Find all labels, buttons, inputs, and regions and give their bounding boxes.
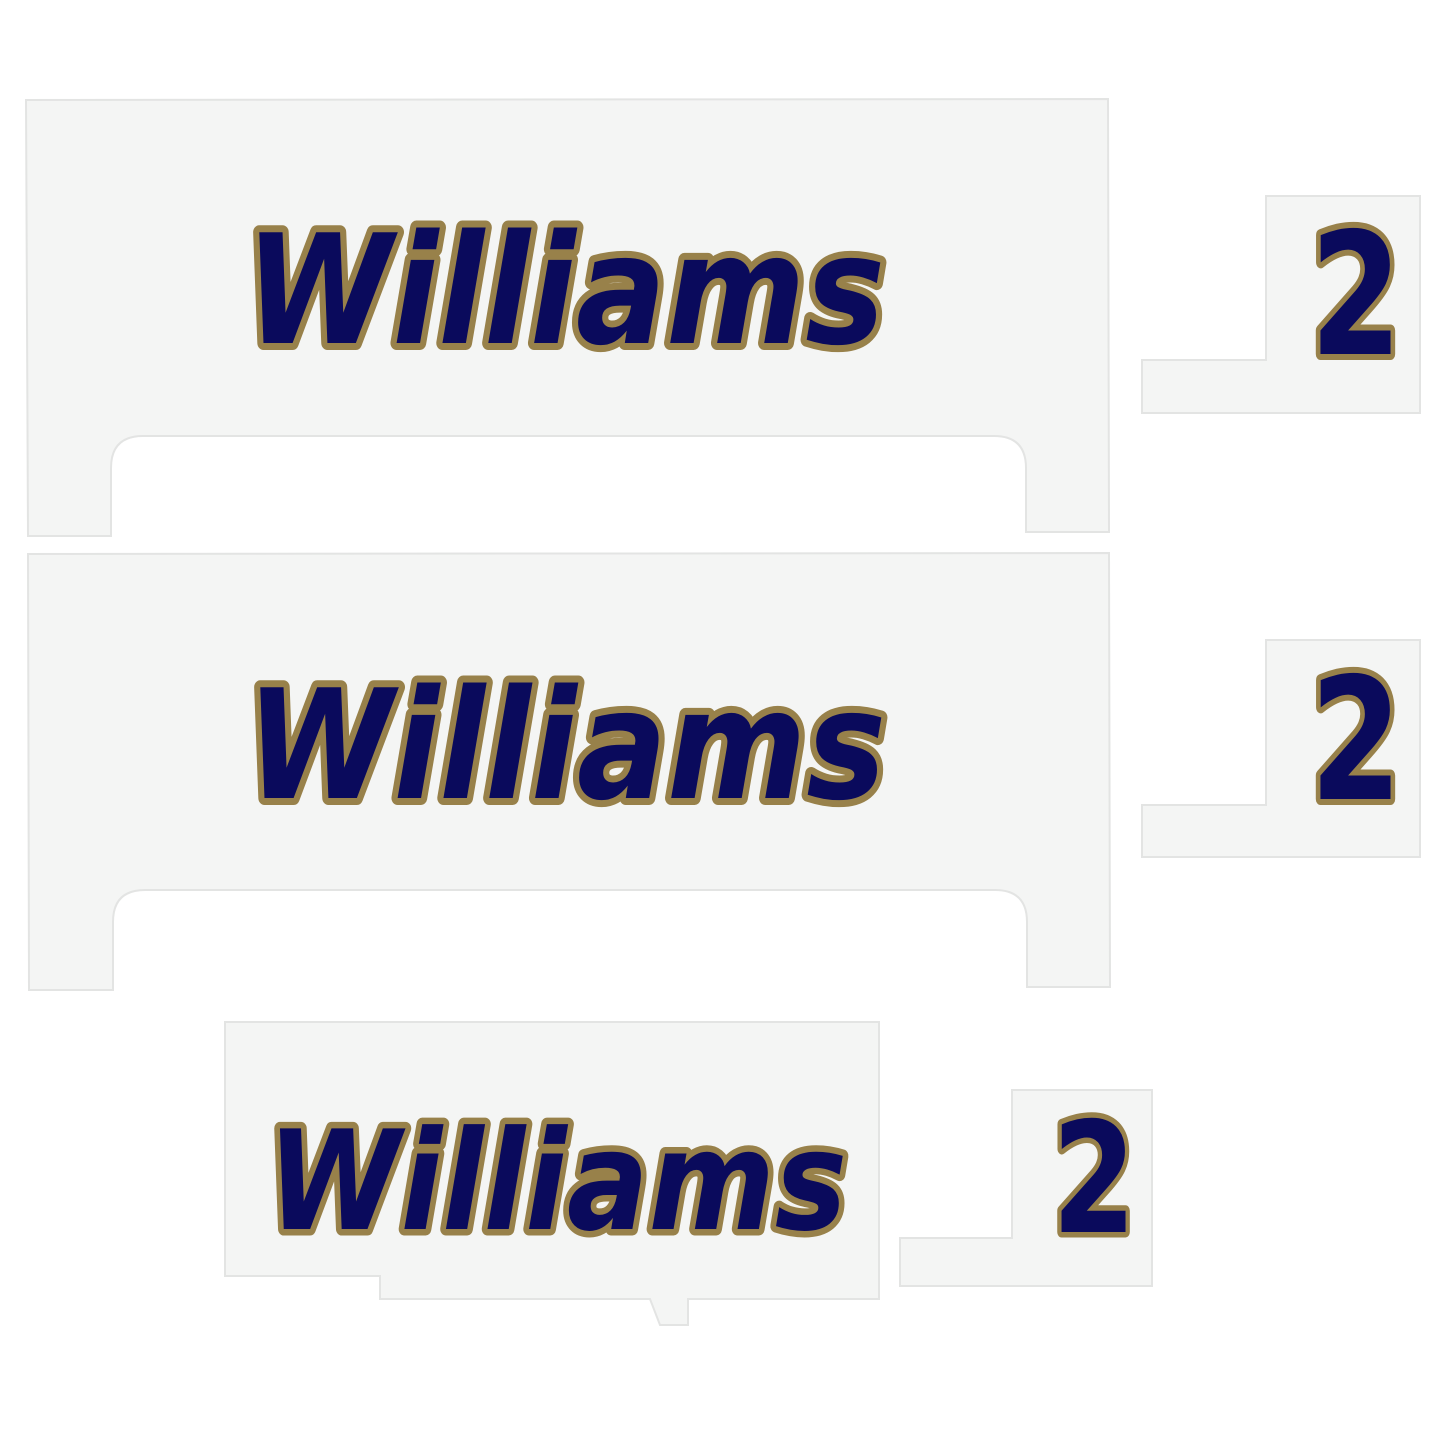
logo-decal-panel (24, 97, 1111, 537)
number-decal-panel (899, 1089, 1153, 1287)
decal-set-3: Williams 2 (224, 1021, 1153, 1326)
decal-set-2: Williams 2 (26, 551, 1421, 991)
car-number-text: 2 (1052, 1090, 1136, 1269)
car-number-text: 2 (1310, 642, 1402, 840)
number-decal-panel (1141, 195, 1421, 414)
logo-decal-panel (224, 1021, 880, 1326)
decal-set-1: Williams 2 (24, 97, 1421, 537)
car-number-text: 2 (1310, 197, 1402, 395)
williams-logo-text: Williams (245, 202, 885, 379)
williams-logo-text: Williams (246, 657, 886, 834)
williams-logo-text: Williams (267, 1101, 847, 1262)
number-decal-panel (1141, 639, 1421, 858)
logo-decal-panel (26, 551, 1112, 991)
